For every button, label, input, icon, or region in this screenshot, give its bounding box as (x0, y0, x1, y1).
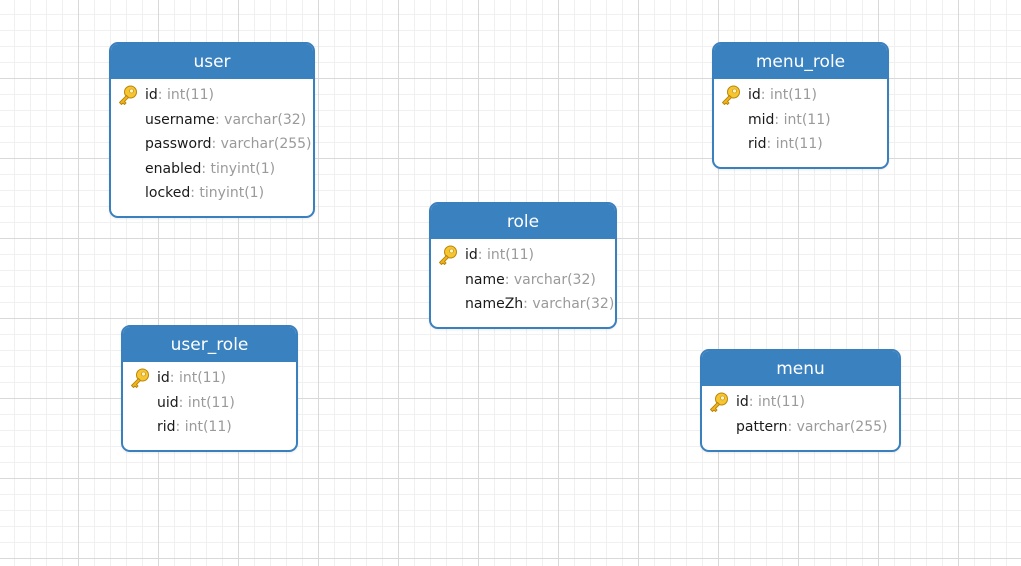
field-name: name (465, 271, 505, 288)
field-type: : int(11) (760, 87, 817, 103)
field-menu-role-mid[interactable]: mid: int(11) (714, 108, 887, 133)
field-type: : int(11) (748, 394, 805, 410)
field-role-namezh[interactable]: nameZh: varchar(32) (431, 292, 615, 317)
field-type: : varchar(32) (523, 296, 615, 313)
field-name: locked (145, 185, 191, 202)
field-type: : int(11) (175, 419, 232, 436)
field-role-id[interactable]: id: int(11) (431, 243, 615, 268)
field-user-locked[interactable]: locked: tinyint(1) (111, 181, 313, 206)
table-user[interactable]: user id: int(11) username: varchar(32) p… (109, 42, 315, 218)
field-user-role-uid[interactable]: uid: int(11) (123, 391, 296, 416)
table-menu-role-title: menu_role (714, 44, 887, 79)
field-user-id[interactable]: id: int(11) (111, 83, 313, 108)
field-name: enabled (145, 160, 202, 177)
table-user-title: user (111, 44, 313, 79)
field-name: mid (748, 111, 775, 128)
key-icon (710, 392, 728, 412)
field-name: id (748, 87, 761, 103)
field-menu-role-rid[interactable]: rid: int(11) (714, 132, 887, 157)
field-menu-role-id[interactable]: id: int(11) (714, 83, 887, 108)
field-name: id (736, 394, 749, 410)
field-name: id (465, 247, 478, 263)
table-role-title: role (431, 204, 615, 239)
field-role-name[interactable]: name: varchar(32) (431, 268, 615, 293)
table-user-role-title: user_role (123, 327, 296, 362)
field-name: password (145, 136, 212, 153)
field-type: : int(11) (766, 136, 823, 153)
key-icon (722, 85, 740, 105)
table-menu-role[interactable]: menu_role id: int(11) mid: int(11) rid: … (712, 42, 889, 169)
field-user-password[interactable]: password: varchar(255) (111, 132, 313, 157)
field-user-role-rid[interactable]: rid: int(11) (123, 415, 296, 440)
field-type: : varchar(255) (787, 418, 888, 435)
field-name: id (145, 87, 158, 103)
field-type: : int(11) (169, 370, 226, 386)
field-name: pattern (736, 418, 788, 435)
table-role[interactable]: role id: int(11) name: varchar(32) nameZ… (429, 202, 617, 329)
field-name: rid (748, 136, 767, 153)
table-menu-title: menu (702, 351, 899, 386)
field-user-role-id[interactable]: id: int(11) (123, 366, 296, 391)
field-type: : int(11) (477, 247, 534, 263)
field-type: : int(11) (178, 394, 235, 411)
field-name: nameZh (465, 296, 524, 313)
table-menu[interactable]: menu id: int(11) pattern: varchar(255) (700, 349, 901, 452)
field-type: : tinyint(1) (190, 185, 265, 202)
table-user-role[interactable]: user_role id: int(11) uid: int(11) rid: … (121, 325, 298, 452)
key-icon (439, 245, 457, 265)
field-type: : tinyint(1) (201, 160, 276, 177)
field-user-enabled[interactable]: enabled: tinyint(1) (111, 157, 313, 182)
field-user-username[interactable]: username: varchar(32) (111, 108, 313, 133)
key-icon (119, 85, 137, 105)
field-name: uid (157, 394, 179, 411)
field-name: username (145, 111, 215, 128)
field-type: : varchar(255) (211, 136, 312, 153)
field-type: : varchar(32) (215, 111, 307, 128)
field-type: : varchar(32) (504, 271, 596, 288)
field-type: : int(11) (774, 111, 831, 128)
key-icon (131, 368, 149, 388)
field-menu-pattern[interactable]: pattern: varchar(255) (702, 415, 899, 440)
field-menu-id[interactable]: id: int(11) (702, 390, 899, 415)
field-name: id (157, 370, 170, 386)
field-type: : int(11) (157, 87, 214, 103)
field-name: rid (157, 419, 176, 436)
